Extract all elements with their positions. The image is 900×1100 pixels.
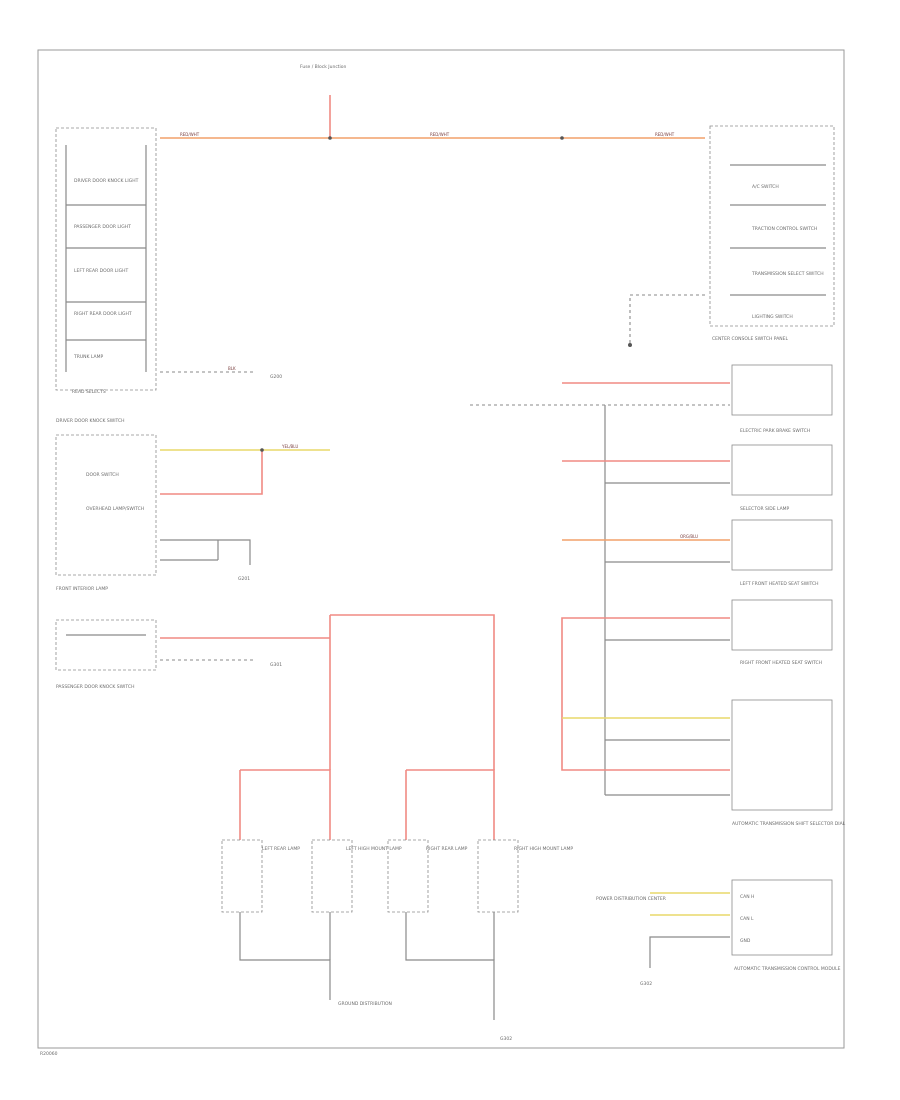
tcm-title: AUTOMATIC TRANSMISSION CONTROL MODULE: [734, 966, 841, 972]
left-rear-lamp-box: [221, 839, 263, 913]
wire-label-power-3: RED/WHT: [655, 132, 675, 137]
wire-label-orange: ORG/BLU: [680, 534, 698, 539]
center-console-item-1: TRACTION CONTROL SWITCH: [751, 226, 817, 232]
right-panel-item-3: RIGHT FRONT HEATED SEAT SWITCH: [740, 660, 822, 666]
right-panel-item-1: SELECTOR SIDE LAMP: [740, 506, 790, 512]
wire-label-yellow: YEL/BLU: [281, 444, 298, 449]
center-console-item-3: LIGHTING SWITCH: [752, 314, 793, 320]
front-interior-item-0: DOOR SWITCH: [86, 472, 119, 478]
passenger-door-switch-box: [55, 619, 157, 671]
center-console-box: [709, 125, 835, 327]
driver-door-title: DRIVER DOOR KNOCK SWITCH: [56, 418, 125, 424]
driver-door-item-1: DRIVER DOOR KNOCK LIGHT: [74, 178, 139, 184]
ground-distribution-label: GROUND DISTRIBUTION: [338, 1001, 392, 1007]
tcm-box: [731, 879, 833, 956]
front-interior-title: FRONT INTERIOR LAMP: [56, 586, 108, 592]
right-panel-item-4: AUTOMATIC TRANSMISSION SHIFT SELECTOR DI…: [732, 821, 846, 827]
left-high-mount-lamp-box: [311, 839, 353, 913]
tcm-line-3: GND: [740, 938, 751, 944]
right-rear-lamp-box: [387, 839, 429, 913]
lamp-label-3: RIGHT HIGH MOUNT LAMP: [514, 846, 573, 852]
right-panel-item-2: LEFT FRONT HEATED SEAT SWITCH: [740, 581, 819, 587]
lamp-label-1: LEFT HIGH MOUNT LAMP: [346, 846, 402, 852]
front-interior-lamp-box: [55, 434, 157, 576]
tcm-ground: G302: [640, 981, 652, 987]
center-console-item-2: TRANSMISSION SELECT SWITCH: [751, 271, 824, 277]
wire-label-power-2: RED/WHT: [430, 132, 450, 137]
top-fuse-label: Fuse / Block Junction: [300, 64, 347, 70]
driver-ground-wire-label: BLK: [228, 366, 236, 371]
right-high-mount-lamp-box: [477, 839, 519, 913]
driver-door-item-0: READ SELECTS: [72, 389, 106, 395]
center-console-item-0: A/C SWITCH: [752, 184, 779, 190]
wire-label-power-1: RED/WHT: [180, 132, 200, 137]
front-lamp-red-wire: [160, 450, 263, 495]
ground-point-g201: G201: [238, 576, 250, 582]
driver-door-switch-box: [55, 127, 157, 391]
tcm-line-1: CAN H: [740, 894, 754, 900]
footer-code: R20060: [40, 1051, 58, 1057]
front-interior-item-1: OVERHEAD LAMP/SWITCH: [86, 506, 144, 512]
ground-point-g301: G301: [270, 662, 282, 668]
passenger-door-title: PASSENGER DOOR KNOCK SWITCH: [56, 684, 134, 690]
lamp-label-0: LEFT REAR LAMP: [262, 846, 300, 852]
ground-point-g200: G200: [270, 374, 282, 380]
driver-door-item-2: PASSENGER DOOR LIGHT: [74, 224, 131, 230]
right-panel-item-0: ELECTRIC PARK BRAKE SWITCH: [740, 428, 810, 434]
center-console-title: CENTER CONSOLE SWITCH PANEL: [712, 336, 789, 342]
driver-door-item-3: LEFT REAR DOOR LIGHT: [74, 268, 128, 274]
bottom-ground-point: G302: [500, 1036, 512, 1042]
tcm-line-0: POWER DISTRIBUTION CENTER: [596, 896, 666, 902]
driver-door-item-5: TRUNK LAMP: [73, 354, 103, 360]
tcm-line-2: CAN L: [740, 916, 754, 922]
diagram-frame: [37, 49, 845, 1049]
lamp-label-2: RIGHT REAR LAMP: [426, 846, 468, 852]
driver-door-item-4: RIGHT REAR DOOR LIGHT: [74, 311, 132, 317]
